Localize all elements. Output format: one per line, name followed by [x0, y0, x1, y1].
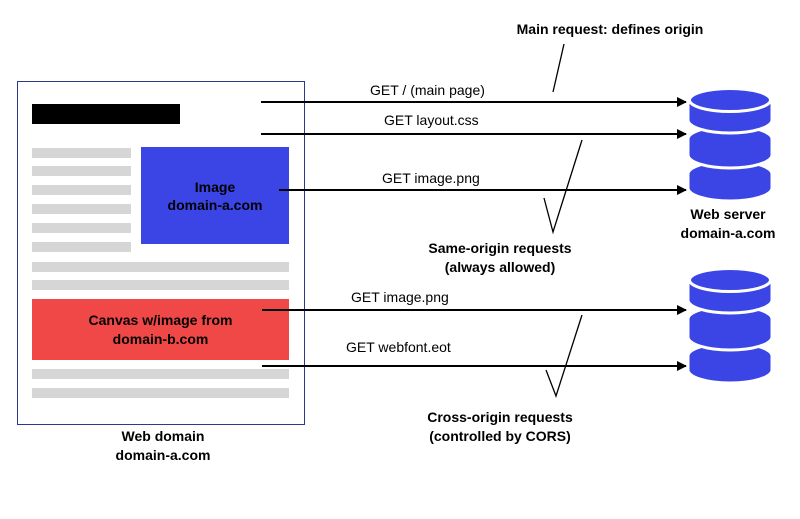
canvas-box: Canvas w/image from domain-b.com — [32, 299, 289, 360]
same-origin-annotation-line1: Same-origin requests — [428, 240, 572, 256]
request-label-main-page: GET / (main page) — [370, 82, 485, 98]
web-server-caption-line2: domain-a.com — [680, 225, 776, 241]
web-server-caption-line1: Web server — [690, 206, 766, 222]
request-label-image-png-a: GET image.png — [382, 170, 480, 186]
text-placeholder-line — [32, 262, 289, 272]
same-origin-annotation-line2: (always allowed) — [444, 259, 556, 275]
canvas-box-label: Canvas w/image from — [88, 311, 233, 328]
text-placeholder-line — [32, 185, 131, 195]
pointer-cross-origin — [545, 314, 583, 398]
text-placeholder-line — [32, 369, 289, 379]
request-label-image-png-b: GET image.png — [351, 289, 449, 305]
text-placeholder-line — [32, 204, 131, 214]
cross-origin-annotation: Cross-origin requests (controlled by COR… — [390, 408, 610, 446]
image-box-label: Image — [194, 178, 236, 195]
cross-origin-annotation-line1: Cross-origin requests — [427, 409, 573, 425]
web-domain-caption-line2: domain-a.com — [115, 447, 211, 463]
text-placeholder-line — [32, 388, 289, 398]
canvas-box-domain: domain-b.com — [112, 330, 209, 347]
web-domain-caption-line1: Web domain — [121, 428, 205, 444]
web-domain-caption: Web domain domain-a.com — [83, 427, 243, 465]
image-box: Image domain-a.com — [141, 147, 289, 244]
page-title-bar — [32, 104, 180, 124]
text-placeholder-line — [32, 166, 131, 176]
web-page-frame — [17, 81, 305, 425]
main-request-annotation: Main request: defines origin — [516, 21, 704, 37]
text-placeholder-line — [32, 242, 131, 252]
web-server-caption: Web server domain-a.com — [658, 205, 798, 243]
pointer-same-origin — [543, 139, 583, 235]
request-label-layout-css: GET layout.css — [384, 112, 479, 128]
database-server-icon — [686, 266, 774, 385]
text-placeholder-line — [32, 223, 131, 233]
cross-origin-annotation-line2: (controlled by CORS) — [429, 428, 571, 444]
database-server-icon — [686, 87, 774, 203]
pointer-main-request — [552, 43, 565, 93]
text-placeholder-line — [32, 148, 131, 158]
same-origin-annotation: Same-origin requests (always allowed) — [390, 239, 610, 277]
text-placeholder-line — [32, 280, 289, 290]
image-box-domain: domain-a.com — [167, 196, 263, 213]
request-label-webfont: GET webfont.eot — [346, 339, 451, 355]
